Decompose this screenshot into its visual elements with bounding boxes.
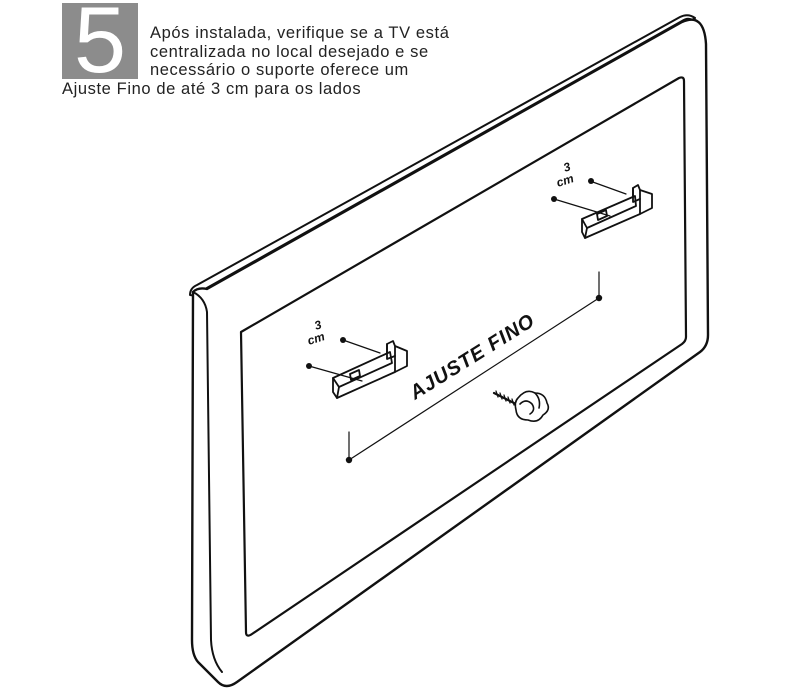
instruction-line-1: Após instalada, verifique se a TV está	[150, 24, 450, 42]
left-bracket-dimension	[308, 339, 381, 382]
tv-screen	[239, 76, 688, 637]
instruction-text: Após instalada, verifique se a TV está c…	[62, 24, 532, 98]
knob-screw-icon	[492, 390, 550, 422]
fine-adjust-dimension	[348, 271, 600, 461]
left-bracket-unit: cm	[306, 329, 327, 348]
instruction-line-3: necessário o suporte oferece um	[150, 61, 409, 79]
left-bracket	[332, 340, 408, 399]
right-bracket-dimension	[553, 180, 627, 217]
right-dim-dot-b	[588, 178, 594, 184]
fine-dim-dot-right	[595, 294, 603, 302]
left-dim-dot-a	[306, 363, 312, 369]
instruction-line-4: Ajuste Fino de até 3 cm para os lados	[62, 79, 362, 98]
instruction-line-2: centralizada no local desejado e se	[150, 42, 429, 61]
right-bracket	[581, 184, 653, 239]
left-dim-dot-b	[340, 337, 346, 343]
step-number: 5	[73, 0, 127, 92]
fine-dim-dot-left	[345, 456, 353, 464]
right-bracket-value: 3	[562, 159, 573, 174]
right-dim-dot-a	[551, 196, 557, 202]
step-number-badge: 5	[62, 0, 138, 92]
left-bracket-value: 3	[313, 317, 324, 332]
right-bracket-unit: cm	[555, 171, 576, 190]
tv-frame-side-edge	[192, 291, 223, 673]
